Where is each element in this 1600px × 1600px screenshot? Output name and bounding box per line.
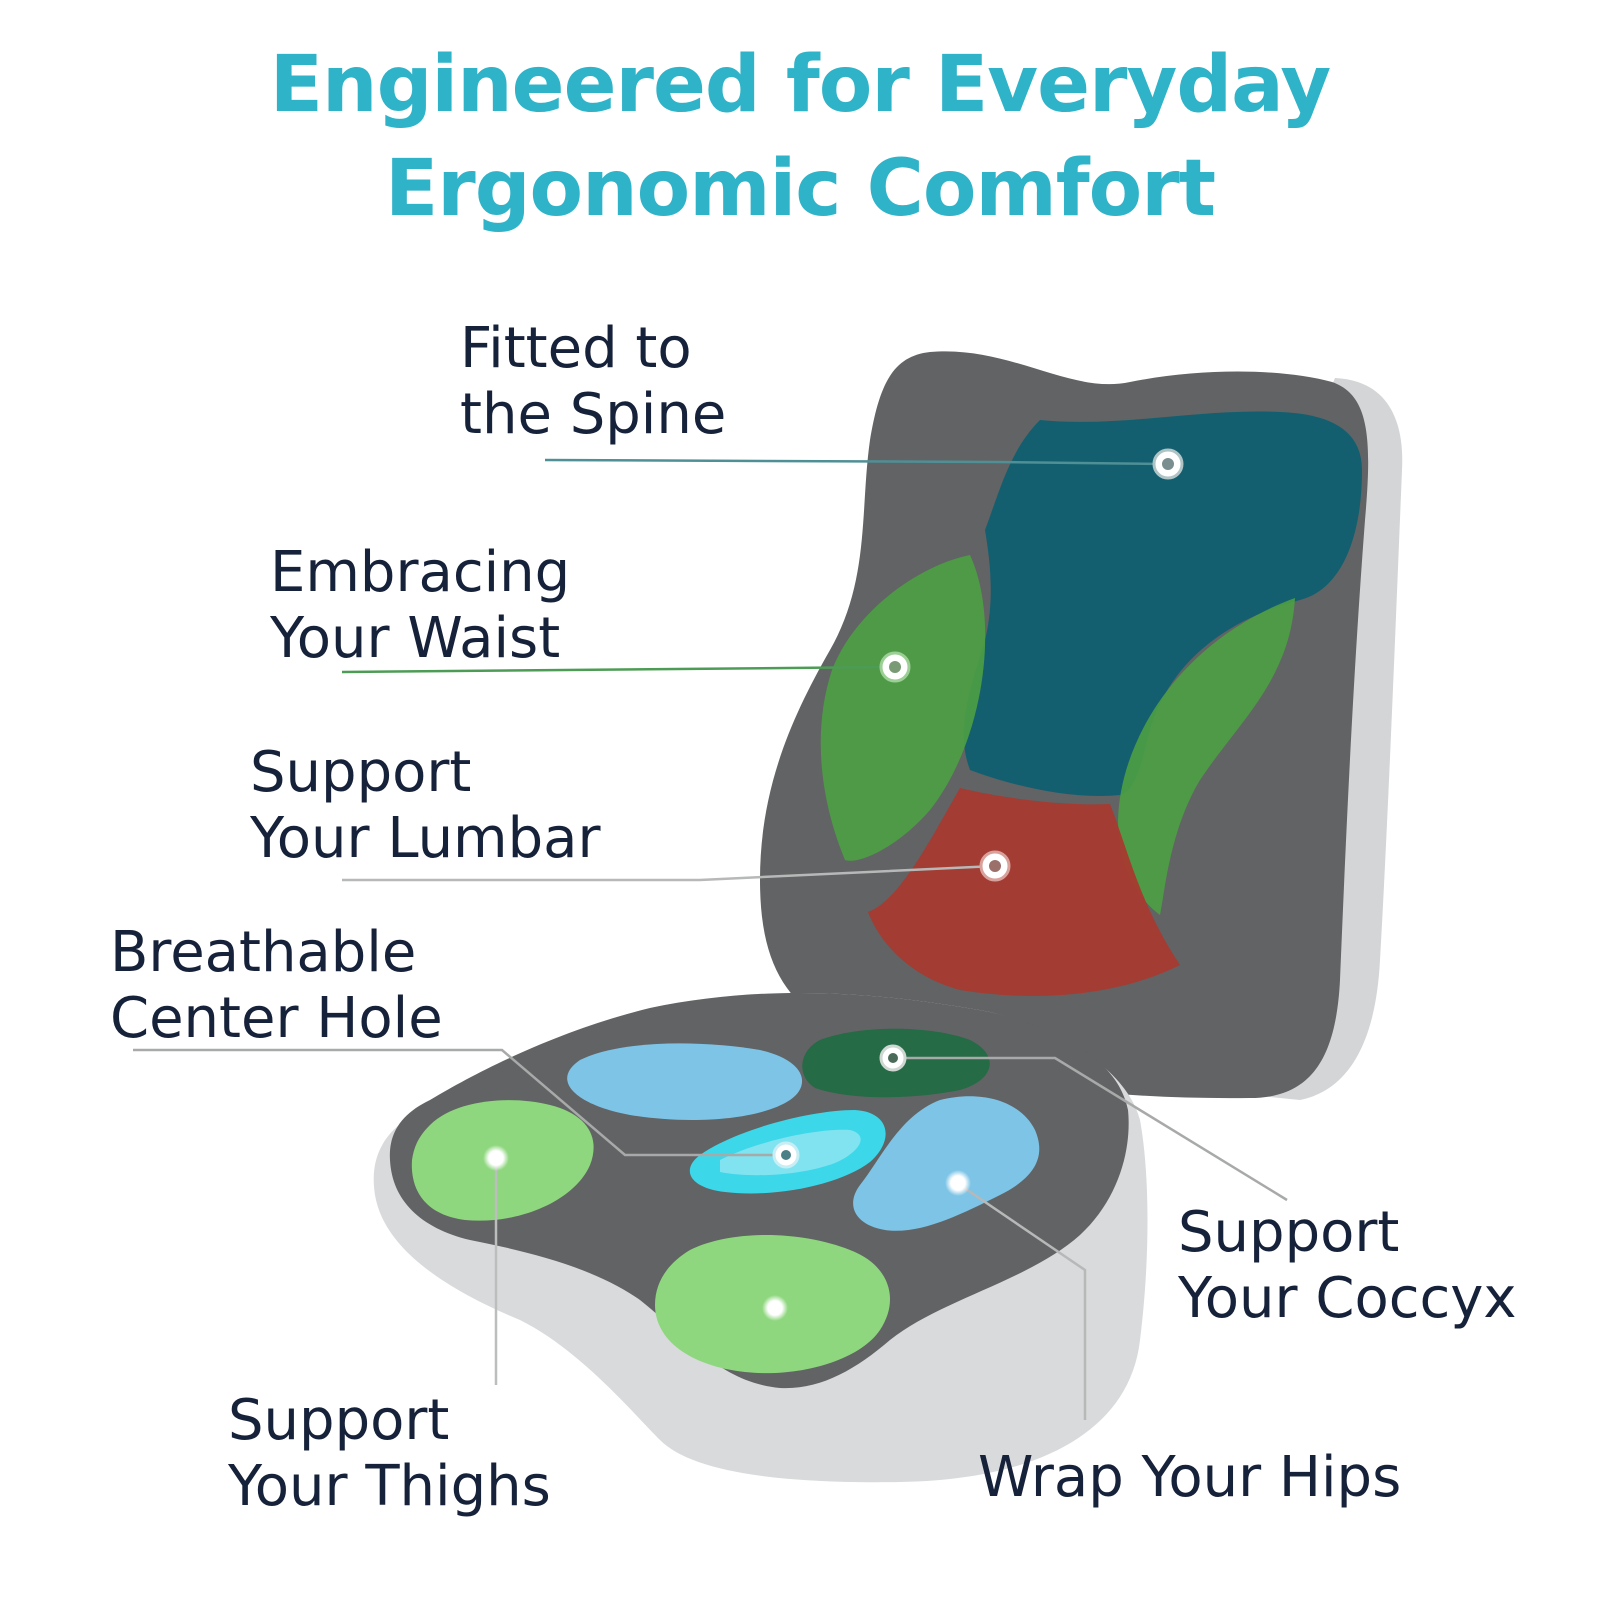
- callout-thighs-line2: Your Thighs: [228, 1454, 551, 1519]
- hole-dot: [772, 1141, 800, 1169]
- headline-line-2: Ergonomic Comfort: [384, 144, 1216, 234]
- callout-hips-line1: Wrap Your Hips: [978, 1445, 1402, 1510]
- callout-spine: Fitted to the Spine: [460, 316, 726, 448]
- callout-waist: Embracing Your Waist: [270, 540, 570, 672]
- headline-line-1: Engineered for Everyday: [269, 40, 1331, 130]
- callout-lumbar-line1: Support: [250, 740, 472, 805]
- callout-coccyx-line1: Support: [1178, 1200, 1400, 1265]
- coccyx-leader-line: [895, 1056, 1288, 1202]
- callout-hole-line2: Center Hole: [110, 986, 443, 1051]
- callout-waist-line1: Embracing: [270, 540, 571, 605]
- lumbar-dot: [979, 850, 1011, 882]
- lumbar-zone: [868, 788, 1180, 997]
- hole-leader-line: [133, 1048, 785, 1157]
- callout-spine-line1: Fitted to: [460, 316, 692, 381]
- hips-dot: [945, 1170, 971, 1196]
- waist-zone-left: [820, 555, 986, 861]
- callout-coccyx: Support Your Coccyx: [1178, 1200, 1517, 1332]
- thighs-dot: [483, 1145, 509, 1171]
- callout-spine-line2: the Spine: [460, 382, 727, 447]
- seat-cushion: [373, 992, 1148, 1483]
- callout-hole: Breathable Center Hole: [110, 920, 443, 1052]
- waist-dot: [879, 651, 911, 683]
- waist-leader-line: [341, 665, 896, 674]
- callout-hole-line1: Breathable: [110, 920, 417, 985]
- hotspot-dots: [483, 448, 1184, 1321]
- callout-lumbar-line2: Your Lumbar: [250, 806, 601, 871]
- leader-lines: [133, 458, 1288, 1420]
- callout-thighs: Support Your Thighs: [228, 1388, 551, 1520]
- spine-dot: [1152, 448, 1184, 480]
- seat-zone-blue-right: [853, 1096, 1040, 1231]
- callout-thighs-line1: Support: [228, 1388, 450, 1453]
- callout-hips: Wrap Your Hips: [978, 1445, 1401, 1511]
- waist-zone-right: [1118, 598, 1295, 915]
- seat-center-dot: [762, 1295, 788, 1321]
- lumbar-leader-line: [342, 864, 996, 882]
- callout-coccyx-line2: Your Coccyx: [1178, 1266, 1517, 1331]
- spine-zone: [963, 411, 1362, 796]
- coccyx-dot: [879, 1044, 907, 1072]
- back-cushion: [760, 351, 1403, 1100]
- hips-leader-line: [959, 1183, 1087, 1420]
- callout-waist-line2: Your Waist: [270, 606, 561, 671]
- callout-lumbar: Support Your Lumbar: [250, 740, 601, 872]
- seat-zone-blue-top: [567, 1043, 803, 1120]
- spine-leader-line: [544, 458, 1169, 466]
